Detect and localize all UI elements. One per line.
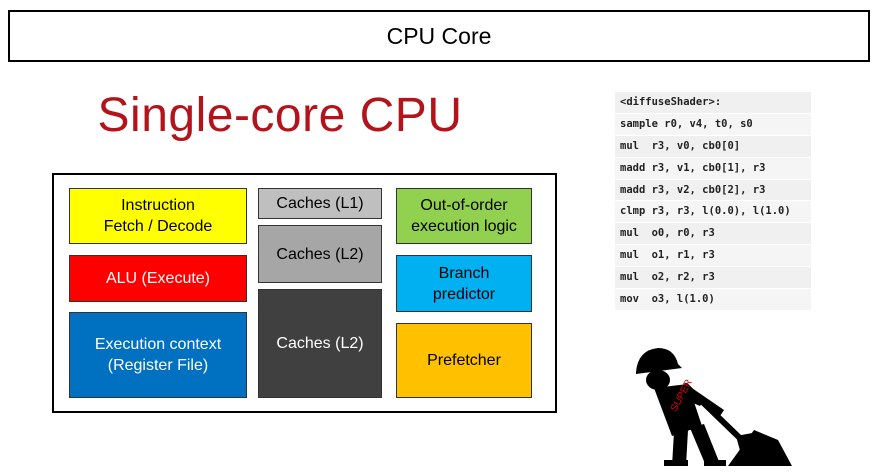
code-line: sample r0, v4, t0, s0 [615, 113, 811, 136]
execution-context-block: Execution context (Register File) [69, 312, 247, 398]
code-line: mul o2, r2, r3 [615, 267, 811, 290]
header-box: CPU Core [8, 10, 870, 62]
code-line: <diffuseShader>: [615, 92, 811, 114]
out-of-order-block: Out-of-order execution logic [396, 188, 532, 244]
main-title: Single-core CPU [97, 89, 463, 142]
code-line: mul o1, r1, r3 [615, 245, 811, 268]
shader-code-listing: <diffuseShader>: sample r0, v4, t0, s0 m… [615, 92, 811, 311]
prefetcher-block: Prefetcher [396, 323, 532, 398]
fetch-decode-block: Instruction Fetch / Decode [69, 188, 247, 244]
code-line: mul o0, r0, r3 [615, 223, 811, 246]
worker-shoveling-icon: SUPER [628, 340, 792, 468]
code-line: madd r3, v1, cb0[1], r3 [615, 157, 811, 180]
cpu-core-frame: Instruction Fetch / Decode ALU (Execute)… [52, 173, 557, 413]
branch-predictor-block: Branch predictor [396, 255, 532, 312]
cache-l2-small-block: Caches (L2) [258, 225, 382, 283]
code-line: mov o3, l(1.0) [615, 289, 811, 311]
code-line: clmp r3, r3, l(0.0), l(1.0) [615, 201, 811, 224]
alu-block: ALU (Execute) [69, 255, 247, 302]
cache-l1-block: Caches (L1) [258, 188, 382, 219]
header-title: CPU Core [386, 22, 492, 49]
cache-l2-large-block: Caches (L2) [258, 289, 382, 398]
code-line: madd r3, v2, cb0[2], r3 [615, 179, 811, 202]
code-line: mul r3, v0, cb0[0] [615, 135, 811, 158]
